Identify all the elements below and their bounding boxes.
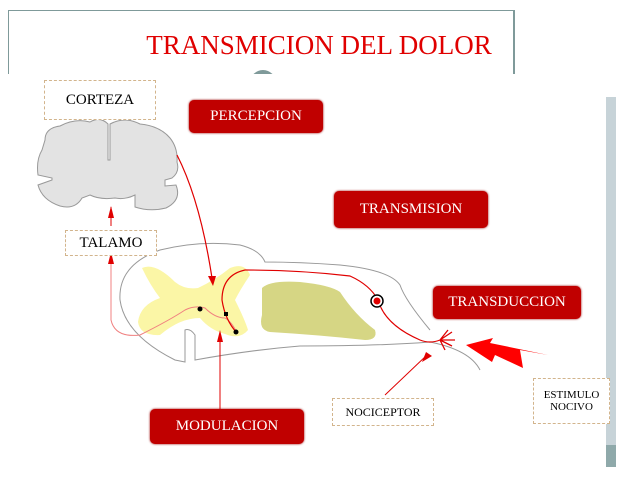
stimulus-arrow [466, 338, 548, 368]
synapse-dot [197, 306, 203, 312]
stage-percepcion: PERCEPCION [189, 100, 323, 133]
scrollbar-thumb[interactable] [606, 445, 616, 467]
gray-matter [138, 266, 250, 337]
arrow-nociceptor [422, 352, 432, 362]
synapse-dot [224, 312, 228, 316]
white-matter-region [261, 281, 376, 340]
brain-illustration [37, 118, 179, 211]
synapse-dot [233, 329, 239, 335]
scrollbar[interactable] [606, 97, 616, 467]
talamo-label: TALAMO [65, 230, 157, 256]
arrow-up-corteza [108, 206, 114, 218]
arrow-up-modulacion [217, 330, 223, 342]
stage-transduccion: TRANSDUCCION [433, 286, 581, 319]
nociceptor-label: NOCICEPTOR [332, 398, 434, 426]
arrow-head [208, 276, 216, 286]
estimulo-nocivo-label: ESTIMULO NOCIVO [533, 378, 610, 424]
estimulo-line1: ESTIMULO [543, 389, 600, 401]
nerve-ending-icon [439, 329, 455, 351]
stage-modulacion: MODULACION [150, 409, 304, 444]
arrow-up-talamo [108, 252, 114, 264]
cortex-projection [176, 154, 213, 279]
ascending-pathway [110, 262, 238, 336]
corteza-label: CORTEZA [44, 80, 156, 120]
slide-border [8, 10, 515, 75]
stage-transmision: TRANSMISION [334, 191, 488, 228]
primary-afferent [221, 269, 441, 343]
slide-title: TRANSMICION DEL DOLOR [146, 30, 492, 60]
estimulo-line2: NOCIVO [550, 401, 593, 413]
slide-border-right [513, 10, 514, 90]
